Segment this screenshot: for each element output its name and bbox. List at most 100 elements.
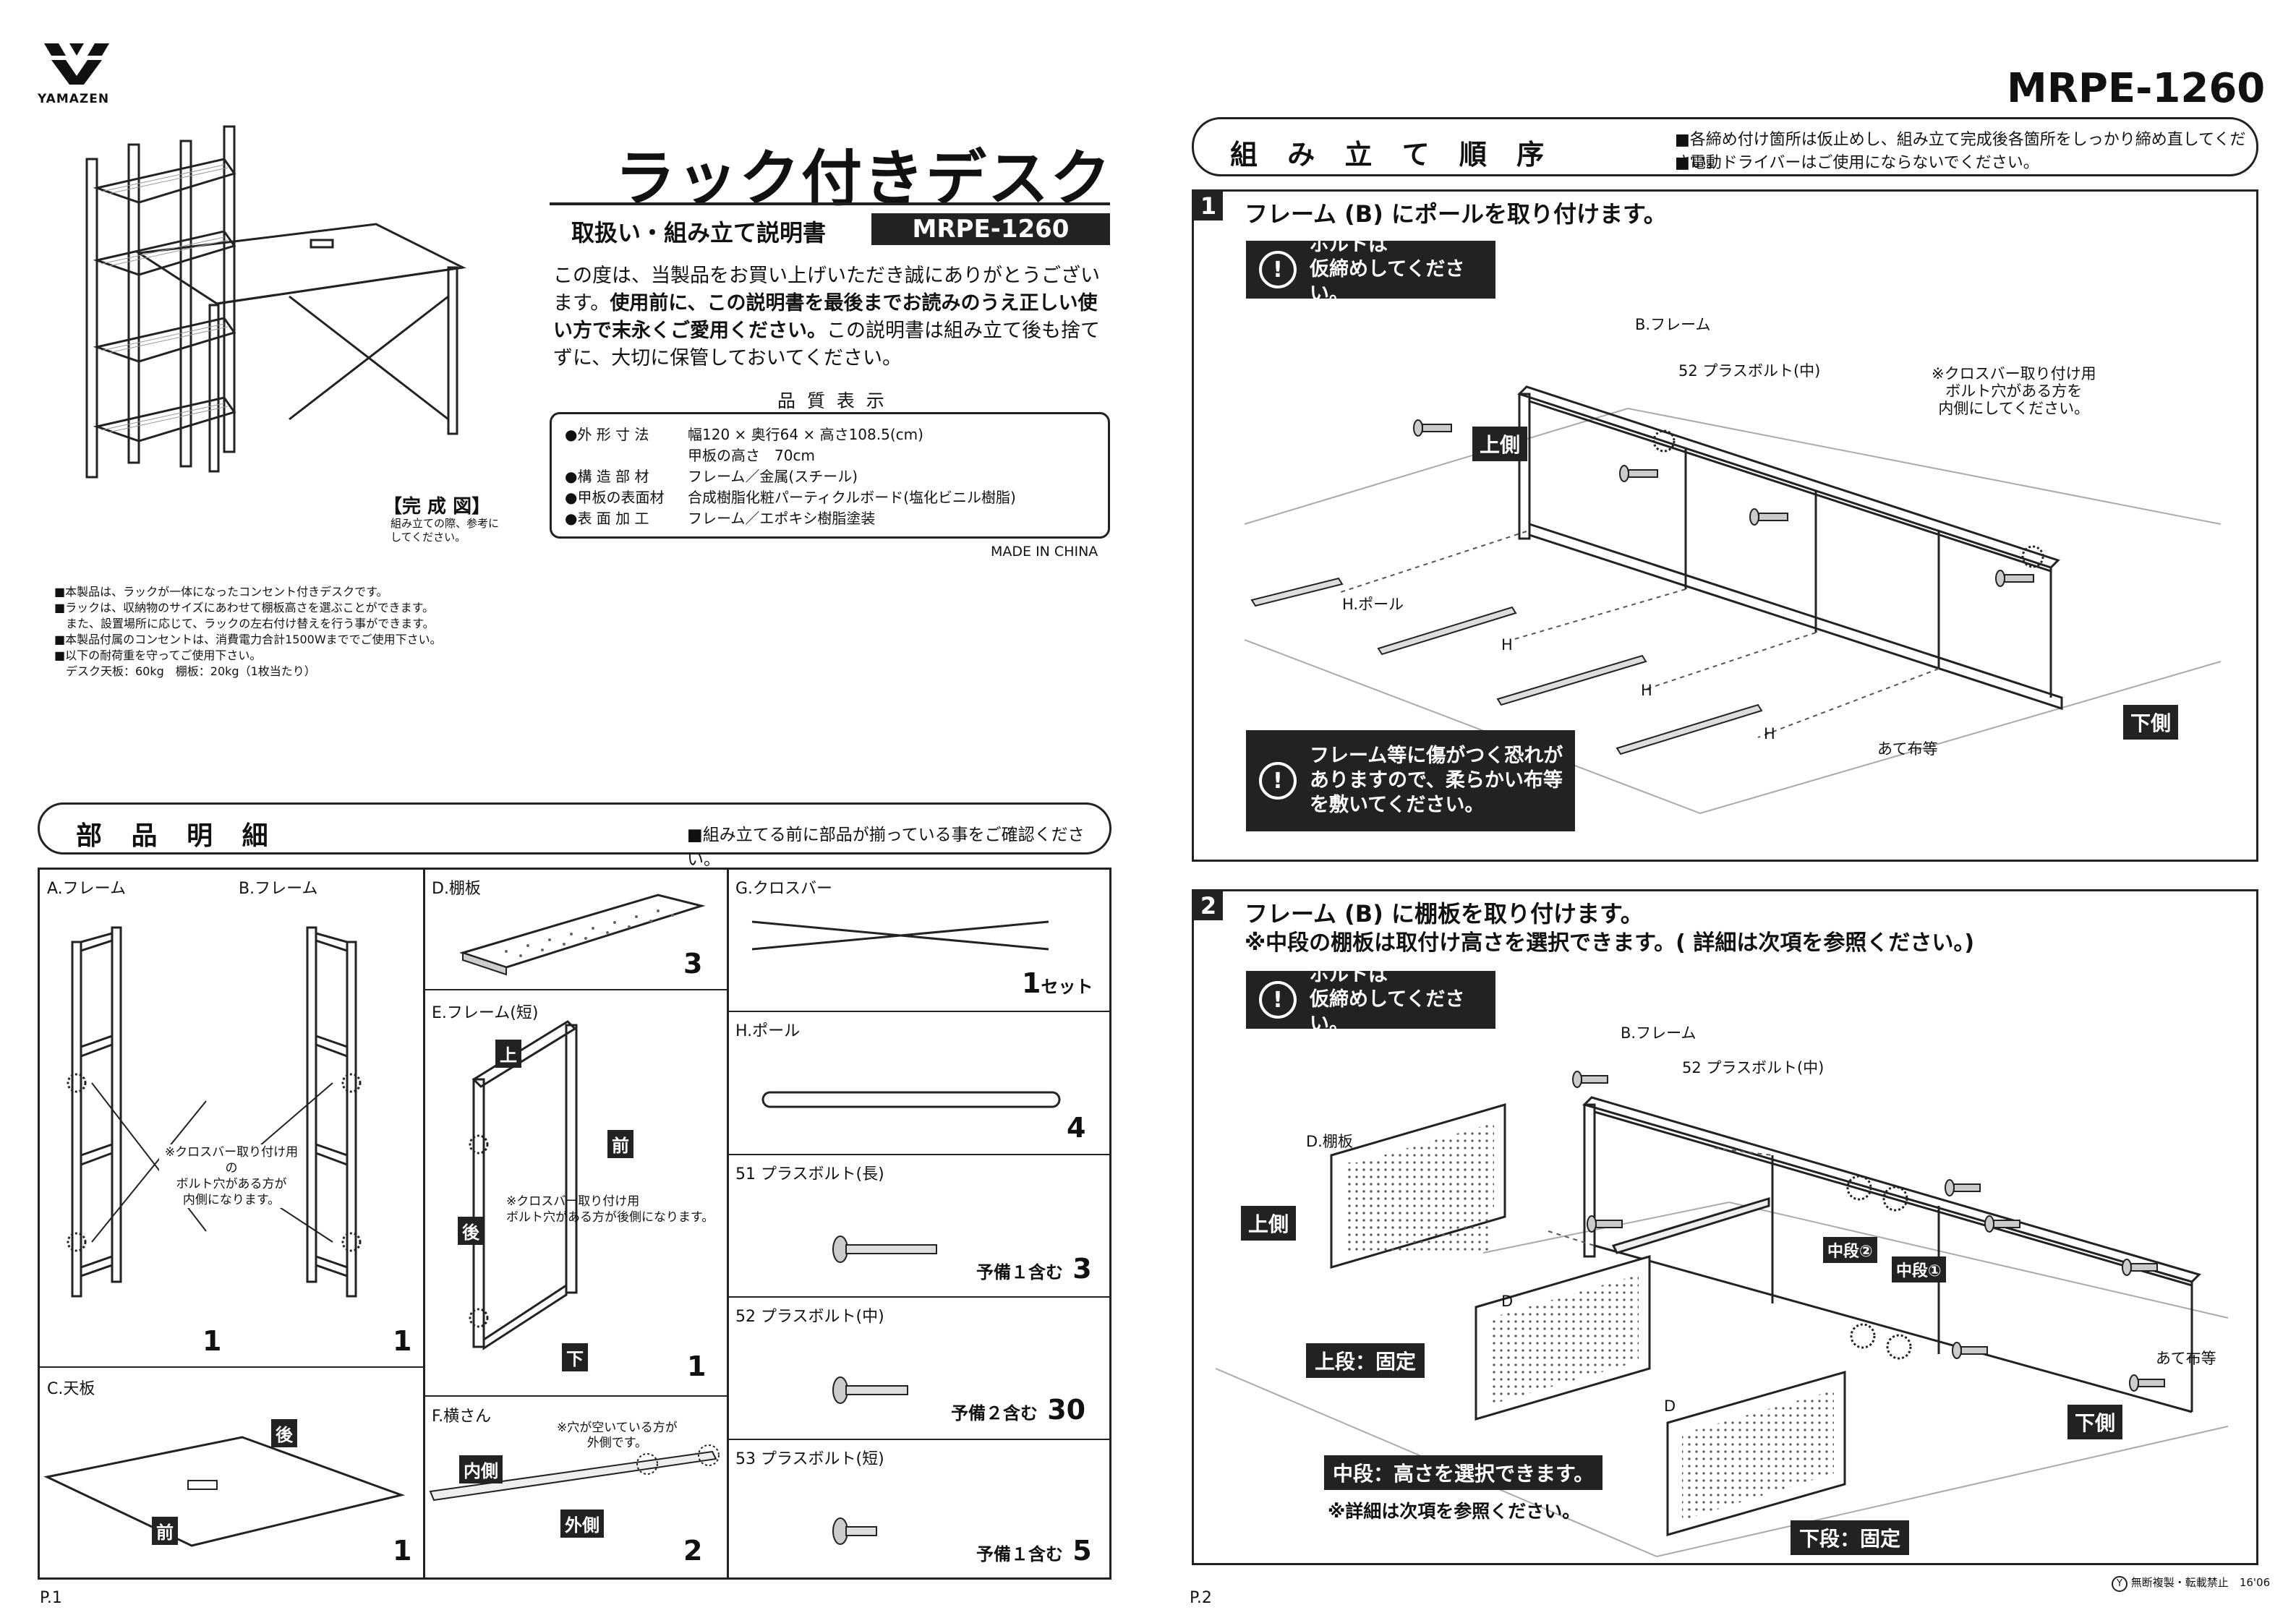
- parts-heading-bar: 部 品 明 細 ■組み立てる前に部品が揃っている事をご確認ください。: [38, 802, 1111, 869]
- part-g-qty: 1セット: [1022, 967, 1093, 999]
- step-1-bottom-side: 下側: [2123, 705, 2179, 740]
- bolt-53-qty: 予備１含む 5: [976, 1535, 1092, 1567]
- part-b-qty: 1: [393, 1325, 412, 1357]
- bolt-51-qty: 予備１含む 3: [976, 1253, 1092, 1285]
- short-frame-illustration: [469, 1020, 578, 1350]
- bolt-52-label: 52 プラスボルト(中): [735, 1308, 884, 1326]
- product-title: ラック付きデスク: [615, 143, 1113, 214]
- part-h-label: H.ポール: [735, 1022, 801, 1040]
- part-f-qty: 2: [683, 1535, 703, 1567]
- part-b-label: B.フレーム: [239, 880, 318, 898]
- part-e-top: 上: [495, 1040, 521, 1068]
- step-2-d-label-1: D: [1501, 1293, 1514, 1310]
- completed-label: 【完 成 図】: [383, 496, 491, 518]
- step-2-subtitle: ※中段の棚板は取付け高さを選択できます。( 詳細は次項を参照ください。): [1245, 930, 1975, 956]
- step-1-bolt-label: 52 プラスボルト(中): [1678, 362, 1821, 380]
- logo-mark: [44, 43, 109, 85]
- quality-row: ●表 面 加 工フレーム／エポキシ樹脂塗装: [565, 510, 876, 527]
- page-number-2: P.2: [1190, 1589, 1212, 1607]
- bolt-53-label: 53 プラスボルト(短): [735, 1450, 884, 1468]
- step-2-mid2: 中段②: [1823, 1237, 1877, 1263]
- page-number-1: P.1: [40, 1589, 62, 1607]
- part-e-bottom: 下: [562, 1343, 588, 1371]
- warning-icon: !: [1259, 981, 1297, 1019]
- step-1-warning-cloth: ! フレーム等に傷がつく恐れが ありますので、柔らかい布等 を敷いてください。: [1246, 730, 1575, 831]
- bolt-51-illustration: [832, 1236, 937, 1263]
- part-g-label: G.クロスバー: [735, 880, 833, 898]
- step-2-frame-label: B.フレーム: [1621, 1024, 1697, 1042]
- yamazen-circle-icon: Y: [2112, 1576, 2128, 1592]
- part-d-qty: 3: [683, 948, 703, 980]
- part-g-unit: セット: [1041, 977, 1093, 997]
- part-f-inner: 内側: [459, 1455, 503, 1483]
- part-h-qty: 4: [1067, 1112, 1086, 1144]
- bolt-51-label: 51 プラスボルト(長): [735, 1165, 884, 1183]
- step-2-title: フレーム (B) に棚板を取り付けます。: [1245, 900, 1644, 928]
- step-2-bottom-side: 下側: [2067, 1405, 2123, 1439]
- warning-icon: !: [1259, 762, 1297, 800]
- manual-subtitle: 取扱い・組み立て説明書: [571, 219, 827, 247]
- step-1-warning-bolt: ! ボルトは 仮締めしてください。: [1246, 234, 1495, 305]
- crossbeam-illustration: [429, 1444, 720, 1502]
- warning-icon: !: [1259, 251, 1297, 288]
- part-e-front: 前: [607, 1130, 633, 1158]
- step-2-upper-fixed: 上段：固定: [1306, 1343, 1425, 1378]
- part-a-qty: 1: [202, 1325, 222, 1357]
- quality-row: ●構 造 部 材フレーム／金属(スチール): [565, 468, 858, 485]
- intro-rest: この説明書は組み立て後も捨てずに、大切に保管しておいてください。: [553, 320, 1100, 369]
- part-f-label: F.横さん: [432, 1408, 492, 1426]
- part-e-qty: 1: [687, 1350, 707, 1382]
- step-2-d-label-2: D: [1664, 1397, 1676, 1415]
- assembly-note-2: ■電動ドライバーはご使用にならないでください。: [1675, 154, 2039, 172]
- step-1-hole-note: ※クロスバー取り付け用 ボルト穴がある方を 内側にしてください。: [1932, 365, 2096, 417]
- step-2-shelf-label: D.棚板: [1306, 1133, 1353, 1150]
- step-2-top-side: 上側: [1241, 1206, 1297, 1241]
- intro-text: この度は、当製品をお買い上げいただき誠にありがとうございます。使用前に、この説明…: [553, 262, 1110, 372]
- part-c-front: 前: [152, 1517, 178, 1545]
- step-2-middle-select: 中段：高さを選択できます。: [1324, 1455, 1603, 1490]
- part-e-label: E.フレーム(短): [432, 1004, 539, 1022]
- title-rule: [550, 202, 1110, 205]
- part-c-label: C.天板: [47, 1380, 95, 1398]
- shelf-illustration: [459, 894, 706, 976]
- step-1-title: フレーム (B) にポールを取り付けます。: [1245, 200, 1667, 228]
- manual-subtitle-model: MRPE-1260: [871, 213, 1110, 245]
- part-c-back: 後: [271, 1419, 297, 1447]
- assembly-heading: 組 み 立 て 順 序: [1230, 139, 1555, 171]
- bolt-52-qty: 予備２含む 30: [951, 1394, 1086, 1426]
- part-c-qty: 1: [393, 1535, 412, 1567]
- quality-row: 甲板の高さ 70cm: [688, 447, 815, 464]
- part-f-outer: 外側: [560, 1509, 604, 1538]
- step-2-panel: 2 フレーム (B) に棚板を取り付けます。 ※中段の棚板は取付け高さを選択でき…: [1192, 889, 2258, 1565]
- part-d-label: D.棚板: [432, 880, 481, 898]
- step-1-h-label-2: H: [1641, 682, 1652, 699]
- step-2-cloth-label: あて布等: [2156, 1350, 2216, 1367]
- quality-heading: 品 質 表 示: [777, 390, 887, 411]
- completed-desk-illustration: [85, 125, 466, 479]
- assembly-heading-bar: 組 み 立 て 順 序 ■各締め付け箇所は仮止めし、組み立て完成後各箇所をしっか…: [1192, 117, 2258, 176]
- step-1-frame-label: B.フレーム: [1635, 316, 1711, 333]
- step-1-h-label-3: H: [1764, 725, 1775, 742]
- parts-grid: A.フレーム B.フレーム ※クロスバー取り付け用の ボルト穴がある方が 内側に…: [38, 868, 1111, 1580]
- bolt-52-illustration: [832, 1376, 908, 1404]
- step-2-mid1: 中段①: [1892, 1256, 1946, 1282]
- quality-box: ●外 形 寸 法幅120 × 奥行64 × 高さ108.5(cm) 甲板の高さ …: [550, 412, 1110, 539]
- step-1-top-side: 上側: [1472, 427, 1528, 461]
- model-number: MRPE-1260: [2007, 65, 2266, 112]
- intro-bold: 使用前に、この説明書を最後までお読みのうえ正しい使い方で末永くご愛用ください。: [553, 292, 1098, 342]
- yamazen-logo: YAMAZEN: [38, 40, 110, 108]
- frame-b-illustration: [306, 926, 362, 1298]
- top-plate-illustration: [43, 1436, 406, 1547]
- step-2-number: 2: [1194, 891, 1223, 920]
- step-2-bolt-label: 52 プラスボルト(中): [1682, 1059, 1825, 1076]
- step-1-diagram: [1244, 385, 2222, 815]
- made-in-china: MADE IN CHINA: [991, 544, 1098, 560]
- part-e-back: 後: [458, 1217, 484, 1245]
- parts-note: ■組み立てる前に部品が揃っている事をご確認ください。: [687, 826, 1085, 869]
- bolt-53-illustration: [832, 1517, 877, 1545]
- step-1-number: 1: [1194, 192, 1223, 220]
- step-2-lower-fixed: 下段：固定: [1791, 1520, 1910, 1555]
- parts-heading: 部 品 明 細: [76, 821, 278, 851]
- pole-illustration: [761, 1091, 1061, 1108]
- step-1-panel: 1 フレーム (B) にポールを取り付けます。 ! ボルトは 仮締めしてください…: [1192, 189, 2258, 862]
